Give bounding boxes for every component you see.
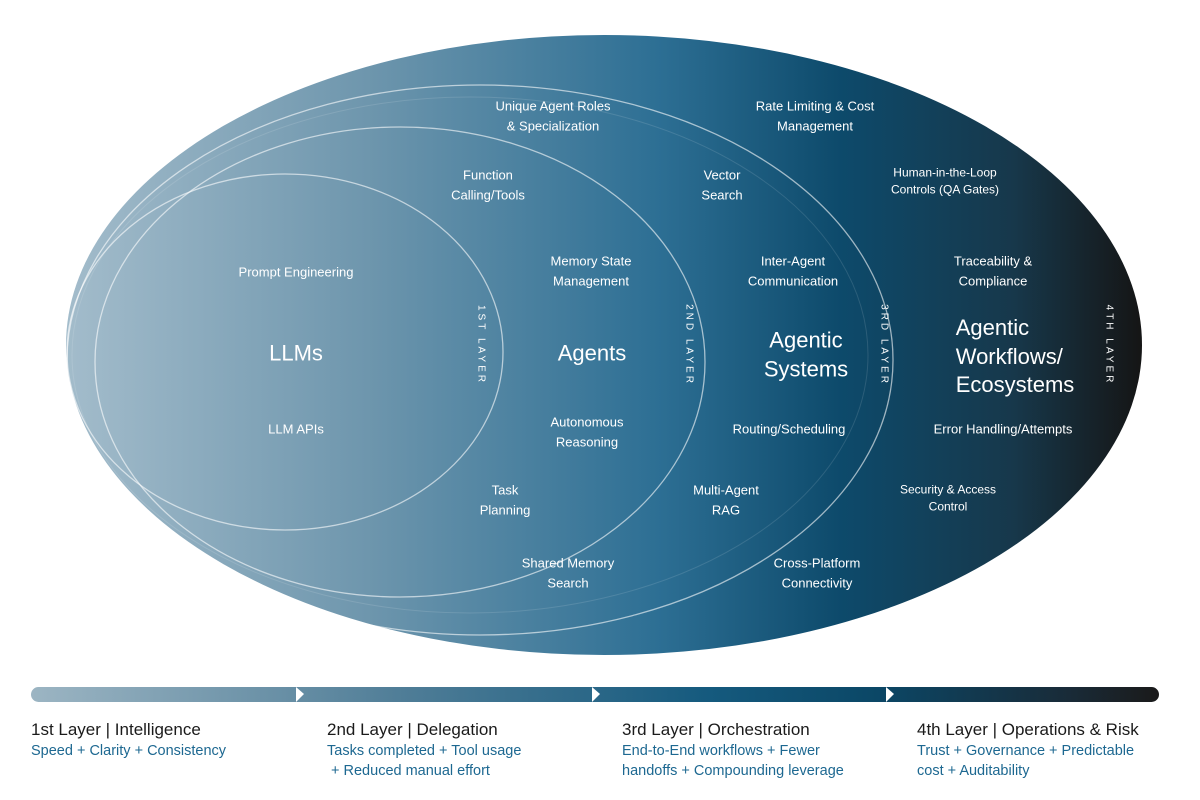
legend-description: cost + Auditability [917, 763, 1030, 779]
label-traceability: Traceability &Compliance [953, 253, 1033, 289]
legend-description: Speed + Clarity + Consistency [31, 743, 227, 759]
layer-tag-4: 4TH LAYER [1103, 304, 1115, 386]
label-error-handling: Error Handling/Attempts [933, 421, 1073, 437]
chevron-right-icon [886, 687, 894, 702]
legend-description: Tasks completed + Tool usage [327, 743, 522, 759]
layer-tag-3: 3RD LAYER [878, 304, 890, 386]
chevron-right-icon [592, 687, 600, 702]
progress-timeline [31, 687, 1159, 702]
legend-layer-4: 4th Layer | Operations & Risk Trust + Go… [917, 719, 1187, 781]
inner-shadow-ring [71, 96, 869, 614]
label-llm-apis: LLM APIs [268, 421, 324, 437]
legend-description: handoffs + Compounding leverage [622, 763, 844, 779]
layer-2-boundary [94, 126, 706, 598]
label-routing-scheduling: Routing/Scheduling [732, 421, 846, 437]
core-llms: LLMs [269, 340, 323, 366]
legend-layer-2: 2nd Layer | Delegation Tasks completed +… [327, 719, 597, 781]
chevron-right-icon [296, 687, 304, 702]
core-agentic-systems: Agentic Systems [763, 327, 849, 381]
legend-description: End-to-End workflows + Fewer [622, 743, 820, 759]
legend-layer-1: 1st Layer | Intelligence Speed + Clarity… [31, 719, 301, 761]
layer-diagram [66, 35, 1142, 655]
layer-1-boundary [66, 173, 504, 531]
legend-title: 2nd Layer | Delegation [327, 720, 498, 739]
legend-description: + Reduced manual effort [327, 763, 490, 779]
legend-description: Trust + Governance + Predictable [917, 743, 1135, 759]
layer-tag-1: 1ST LAYER [475, 305, 487, 385]
legend-title: 4th Layer | Operations & Risk [917, 720, 1139, 739]
layer-tag-2: 2ND LAYER [683, 304, 695, 386]
core-agents: Agents [557, 340, 627, 366]
legend-title: 1st Layer | Intelligence [31, 720, 201, 739]
legend-layer-3: 3rd Layer | Orchestration End-to-End wor… [622, 719, 892, 781]
label-unique-agent-roles: Unique Agent Roles& Specialization [495, 98, 611, 134]
outer-oval [66, 35, 1142, 655]
label-prompt-engineering: Prompt Engineering [238, 264, 354, 280]
legend-title: 3rd Layer | Orchestration [622, 720, 810, 739]
core-ecosystems: Agentic Workflows/ Ecosystems [955, 315, 1075, 398]
